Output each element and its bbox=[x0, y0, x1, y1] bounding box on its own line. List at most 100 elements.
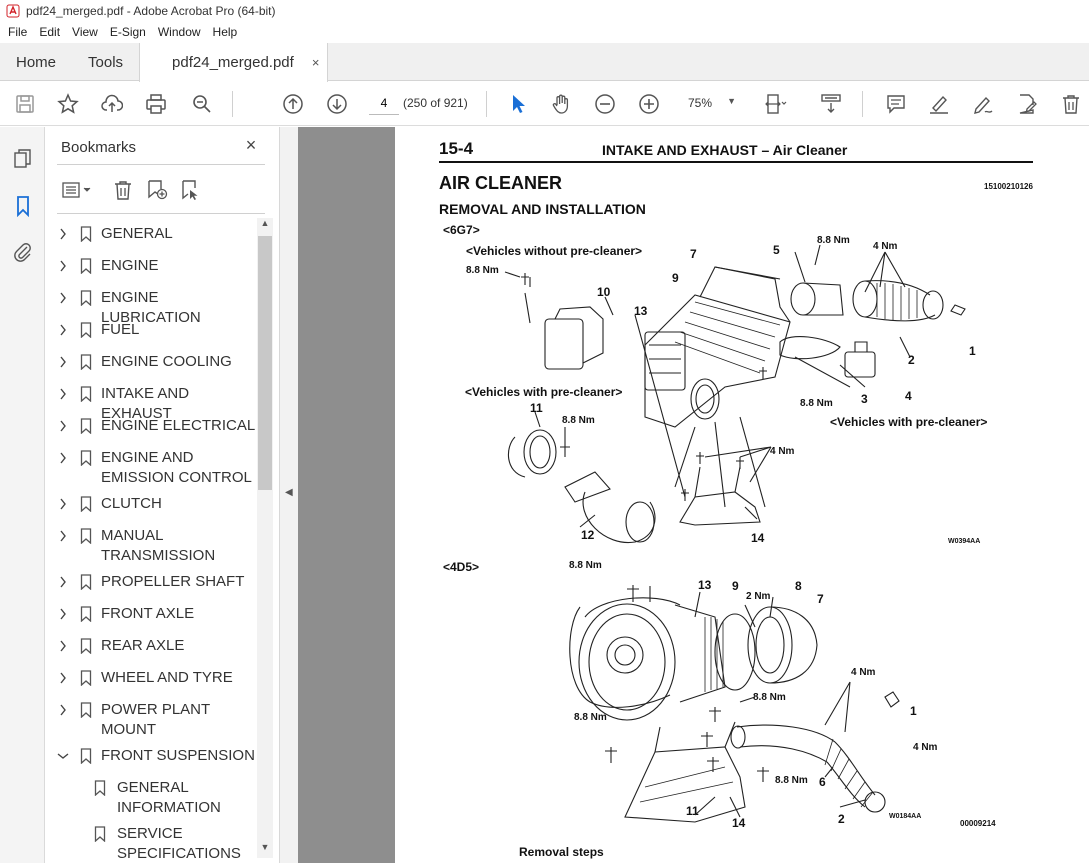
engine-label-4d5: <4D5> bbox=[443, 560, 480, 574]
menu-help[interactable]: Help bbox=[212, 25, 238, 39]
bookmark-service-specifications[interactable]: SERVICE SPECIFICATIONS bbox=[45, 824, 257, 859]
menu-file[interactable]: File bbox=[8, 25, 28, 39]
chevron-right-icon[interactable] bbox=[57, 320, 69, 340]
zoom-select[interactable]: 75% ▼ bbox=[680, 91, 742, 115]
sign-icon[interactable] bbox=[972, 93, 994, 115]
bookmark-fuel[interactable]: FUEL bbox=[45, 320, 257, 342]
scroll-up-icon[interactable]: ▲ bbox=[260, 218, 270, 228]
chevron-right-icon[interactable] bbox=[57, 224, 69, 244]
scroll-thumb[interactable] bbox=[258, 236, 272, 490]
page-thumbnails-icon[interactable] bbox=[11, 147, 35, 171]
callout: 13 bbox=[698, 578, 712, 592]
header-rule bbox=[439, 161, 1033, 163]
chevron-right-icon[interactable] bbox=[57, 384, 69, 404]
chevron-right-icon[interactable] bbox=[57, 668, 69, 688]
bookmark-label: ENGINE bbox=[101, 257, 159, 274]
zoom-in-icon[interactable] bbox=[638, 93, 660, 115]
chevron-right-icon[interactable] bbox=[57, 526, 69, 546]
attachment-icon[interactable] bbox=[11, 240, 35, 264]
add-bookmark-icon[interactable] bbox=[145, 177, 169, 203]
bookmark-power-plant-mount[interactable]: POWER PLANT MOUNT bbox=[45, 700, 257, 742]
page-number-input[interactable] bbox=[369, 91, 399, 115]
chevron-down-icon[interactable] bbox=[57, 746, 69, 766]
highlight-pen-icon[interactable] bbox=[928, 93, 950, 115]
previous-page-icon[interactable] bbox=[282, 93, 304, 115]
upload-cloud-icon[interactable] bbox=[101, 93, 123, 115]
bookmark-icon bbox=[79, 416, 93, 436]
torque-label: 8.8 Nm bbox=[562, 415, 595, 426]
find-bookmark-icon[interactable] bbox=[179, 177, 203, 203]
close-icon[interactable]: × bbox=[245, 134, 257, 155]
bookmark-wheel-tyre[interactable]: WHEEL AND TYRE bbox=[45, 668, 257, 690]
chevron-right-icon[interactable] bbox=[57, 700, 69, 720]
bookmark-front-axle[interactable]: FRONT AXLE bbox=[45, 604, 257, 626]
bookmark-front-suspension[interactable]: FRONT SUSPENSION bbox=[45, 746, 257, 768]
chevron-right-icon[interactable] bbox=[57, 256, 69, 276]
chevron-right-icon[interactable] bbox=[57, 288, 69, 308]
tab-home[interactable]: Home bbox=[16, 53, 57, 71]
trash-icon[interactable] bbox=[1060, 93, 1082, 115]
print-icon[interactable] bbox=[145, 93, 167, 115]
bookmark-list: GENERAL ENGINE ENGINE LUBRICATION FUEL E… bbox=[45, 219, 257, 859]
acrobat-icon bbox=[6, 4, 20, 18]
bookmark-manual-transmission[interactable]: MANUAL TRANSMISSION bbox=[45, 526, 257, 568]
menu-edit[interactable]: Edit bbox=[39, 25, 61, 39]
section-title: AIR CLEANER bbox=[439, 173, 563, 193]
chevron-right-icon[interactable] bbox=[57, 494, 69, 514]
scroll-mode-icon[interactable] bbox=[820, 93, 842, 115]
edit-pdf-icon[interactable] bbox=[1016, 93, 1038, 115]
bookmark-label: GENERAL INFORMATION bbox=[117, 779, 221, 816]
bookmark-engine-cooling[interactable]: ENGINE COOLING bbox=[45, 352, 257, 374]
callout: 5 bbox=[773, 243, 780, 257]
zoom-value: 75% bbox=[688, 96, 713, 110]
comment-icon[interactable] bbox=[885, 93, 907, 115]
tab-document[interactable]: pdf24_merged.pdf × bbox=[139, 43, 329, 82]
bookmark-intake-exhaust[interactable]: INTAKE AND EXHAUST bbox=[45, 384, 257, 422]
bookmark-engine-emission[interactable]: ENGINE AND EMISSION CONTROL bbox=[45, 448, 257, 490]
bookmark-label: INTAKE AND EXHAUST bbox=[101, 385, 190, 422]
bookmark-general-information[interactable]: GENERAL INFORMATION bbox=[45, 778, 257, 820]
bookmark-propeller-shaft[interactable]: PROPELLER SHAFT bbox=[45, 572, 257, 594]
chevron-right-icon[interactable] bbox=[57, 572, 69, 592]
bookmark-engine[interactable]: ENGINE bbox=[45, 256, 257, 278]
panel-splitter[interactable]: ◀ bbox=[280, 127, 298, 863]
divider bbox=[57, 164, 265, 165]
star-icon[interactable] bbox=[57, 93, 79, 115]
bookmark-panel-icon[interactable] bbox=[11, 194, 35, 218]
options-menu-icon[interactable] bbox=[59, 177, 95, 203]
zoom-out-icon[interactable] bbox=[594, 93, 616, 115]
chevron-right-icon[interactable] bbox=[57, 448, 69, 468]
bookmarks-scrollbar[interactable]: ▲ ▼ bbox=[257, 218, 273, 858]
hand-tool-icon[interactable] bbox=[550, 93, 572, 115]
close-tab-icon[interactable]: × bbox=[311, 55, 320, 70]
callout: 12 bbox=[581, 528, 595, 542]
bookmark-engine-electrical[interactable]: ENGINE ELECTRICAL bbox=[45, 416, 257, 438]
document-area[interactable]: 15-4 INTAKE AND EXHAUST – Air Cleaner AI… bbox=[298, 127, 1089, 863]
torque-label: 8.8 Nm bbox=[800, 398, 833, 409]
menu-window[interactable]: Window bbox=[157, 25, 201, 39]
next-page-icon[interactable] bbox=[326, 93, 348, 115]
caption-with-precleaner-right: <Vehicles with pre-cleaner> bbox=[830, 415, 988, 429]
bookmark-rear-axle[interactable]: REAR AXLE bbox=[45, 636, 257, 658]
menu-esign[interactable]: E-Sign bbox=[109, 25, 146, 39]
select-cursor-icon[interactable] bbox=[507, 93, 529, 115]
delete-bookmark-icon[interactable] bbox=[111, 177, 135, 203]
chevron-right-icon[interactable] bbox=[57, 416, 69, 436]
page-fit-icon[interactable] bbox=[765, 93, 787, 115]
doc-code: 15100210126 bbox=[984, 182, 1033, 191]
chevron-right-icon[interactable] bbox=[57, 636, 69, 656]
bookmark-clutch[interactable]: CLUTCH bbox=[45, 494, 257, 516]
collapse-panel-icon[interactable]: ◀ bbox=[285, 487, 293, 498]
scroll-down-icon[interactable]: ▼ bbox=[260, 842, 270, 852]
bookmark-icon bbox=[79, 700, 93, 720]
menu-view[interactable]: View bbox=[72, 25, 98, 39]
callout: 10 bbox=[597, 285, 611, 299]
bookmark-general[interactable]: GENERAL bbox=[45, 224, 257, 246]
callout: 7 bbox=[817, 592, 824, 606]
tab-tools[interactable]: Tools bbox=[88, 53, 124, 71]
chevron-right-icon[interactable] bbox=[57, 352, 69, 372]
save-icon[interactable] bbox=[14, 93, 36, 115]
zoom-search-icon[interactable] bbox=[191, 93, 213, 115]
chevron-right-icon[interactable] bbox=[57, 604, 69, 624]
bookmark-engine-lubrication[interactable]: ENGINE LUBRICATION bbox=[45, 288, 257, 326]
